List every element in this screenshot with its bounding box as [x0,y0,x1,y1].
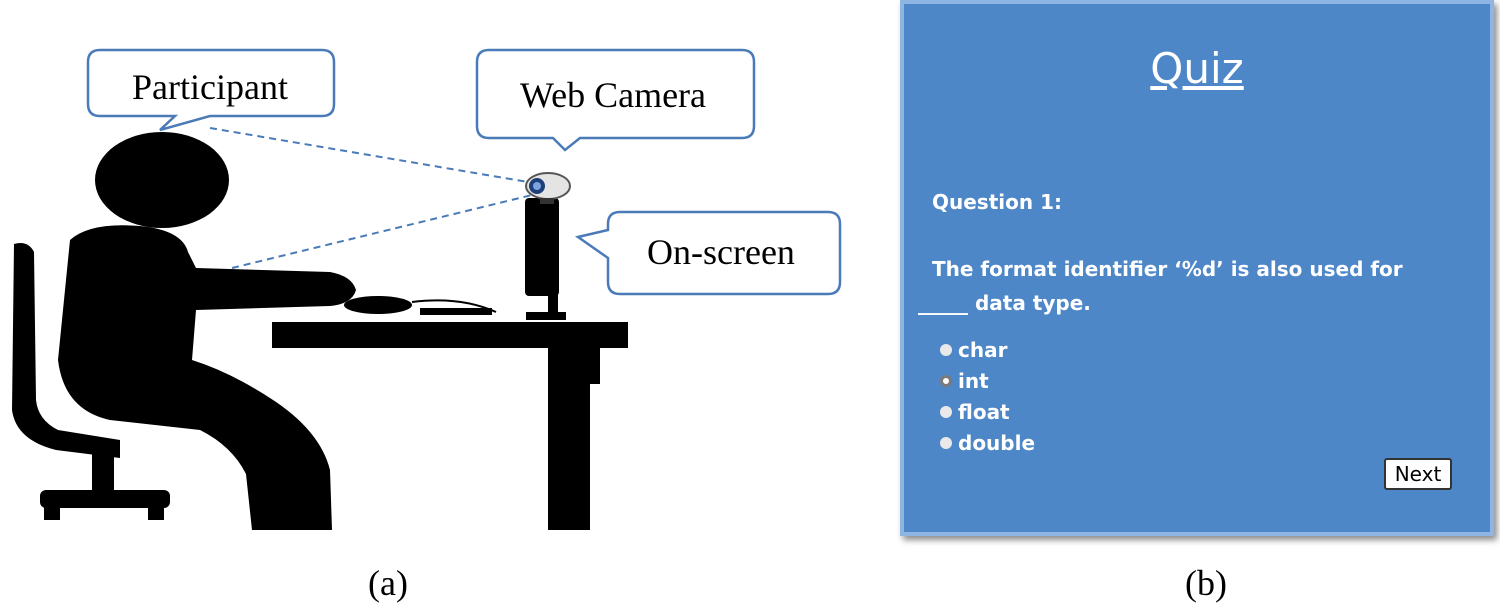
person-silhouette-icon [58,132,356,531]
sight-line-screen [231,194,533,269]
option-double[interactable]: double [940,427,1035,458]
question-label: Question 1: [932,190,1062,214]
option-char[interactable]: char [940,334,1035,365]
option-label: double [958,430,1036,455]
quiz-panel: Quiz Question 1: The format identifier ‘… [900,0,1494,536]
desk-icon [272,322,628,530]
web-camera-label: Web Camera [520,75,707,115]
option-label: int [958,368,989,393]
question-text: The format identifier ‘%d’ is also used … [918,257,1403,315]
mouse-icon [344,296,412,314]
on-screen-label: On-screen [647,232,795,272]
setup-illustration: Participant Web Camera On-screen [12,48,842,531]
caption-b: (b) [1185,563,1227,603]
monitor-icon [525,198,566,320]
quiz-title: Quiz [1150,44,1244,93]
radio-button-icon[interactable] [940,405,952,418]
participant-label: Participant [132,67,288,107]
webcam-icon [525,172,571,204]
answer-options: char int float double [940,334,1035,458]
setup-scene [12,48,842,531]
callout-web-camera [475,48,756,152]
caption-a: (a) [368,563,408,603]
next-button[interactable]: Next [1384,458,1452,490]
option-label: float [958,399,1010,424]
callout-on-screen [574,210,842,296]
callout-participant [86,48,336,132]
sight-line-participant [209,127,529,183]
chair-icon [12,243,170,520]
keyboard-icon [420,308,492,315]
radio-button-icon[interactable] [940,343,952,356]
radio-button-icon[interactable] [940,374,952,387]
option-int[interactable]: int [940,365,1035,396]
option-float[interactable]: float [940,396,1035,427]
radio-button-icon[interactable] [940,436,952,449]
option-label: char [958,337,1008,362]
